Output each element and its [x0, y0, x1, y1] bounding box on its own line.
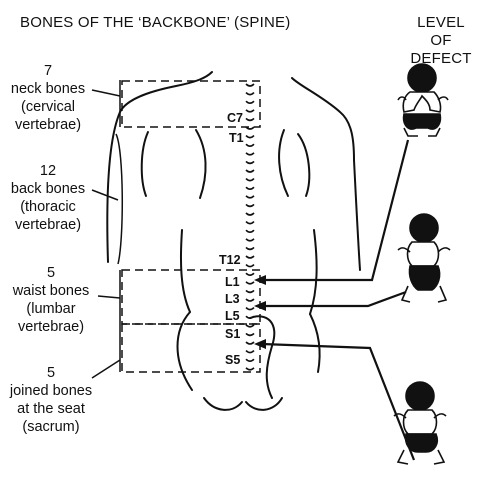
- baby-figure-top: [397, 63, 449, 137]
- vertebra-mark: [245, 92, 255, 96]
- vertebra-label-t1: T1: [228, 131, 245, 145]
- vertebra-mark: [245, 315, 255, 319]
- level-title-line-2: OF DEFECT: [410, 32, 472, 67]
- vertebra-mark: [245, 358, 255, 362]
- vertebrae-column: [245, 83, 255, 371]
- sacrum-name: joined bones: [9, 383, 93, 399]
- arrow-line-bottom: [261, 342, 416, 461]
- arrow-line-top: [262, 139, 410, 282]
- thoracic-latin-2: vertebrae): [14, 217, 82, 233]
- vertebra-mark: [245, 341, 255, 345]
- vertebra-mark: [245, 143, 255, 147]
- back-outline: [119, 71, 213, 113]
- pointer-lumbar: [97, 295, 121, 299]
- vertebra-mark: [245, 350, 255, 354]
- vertebra-mark: [245, 307, 255, 311]
- vertebra-mark: [245, 100, 255, 104]
- vertebra-label-l1: L1: [224, 275, 241, 289]
- vertebra-mark: [245, 238, 255, 242]
- thoracic-count: 12: [39, 163, 57, 179]
- thoracic-label: 12 back bones (thoracic vertebrae): [6, 162, 90, 234]
- level-title-line-1: LEVEL: [417, 14, 465, 31]
- scapula-left: [195, 129, 207, 199]
- armpit-right: [297, 133, 311, 197]
- scapula-right: [278, 129, 289, 197]
- buttocks-left: [203, 397, 243, 411]
- waist-left: [179, 229, 191, 313]
- cervical-name: neck bones: [10, 81, 86, 97]
- diagram-title: BONES OF THE ‘BACKBONE’ (SPINE): [20, 14, 291, 31]
- vertebra-label-l5: L5: [224, 309, 241, 323]
- cervical-box: [121, 80, 261, 128]
- cervical-latin-2: vertebrae): [14, 117, 82, 133]
- vertebra-label-s5: S5: [224, 353, 242, 367]
- vertebra-label-l3: L3: [224, 292, 241, 306]
- sacrum-label: 5 joined bones at the seat (sacrum): [6, 364, 96, 436]
- sacrum-latin-1: at the seat: [17, 401, 85, 417]
- hip-left: [176, 311, 193, 391]
- vertebra-mark: [245, 298, 255, 302]
- pointer-cervical: [91, 89, 121, 97]
- vertebra-mark: [245, 152, 255, 156]
- vertebra-mark: [245, 332, 255, 337]
- shoulder-right: [353, 159, 361, 271]
- arrowhead-top: [254, 275, 266, 285]
- vertebra-mark: [245, 178, 255, 182]
- vertebra-label-c7: C7: [226, 111, 244, 125]
- arrowhead-bottom: [254, 339, 266, 349]
- thoracic-latin-1: (thoracic: [20, 199, 76, 215]
- vertebra-mark: [245, 255, 255, 259]
- vertebra-label-t12: T12: [218, 253, 242, 267]
- vertebra-mark: [245, 203, 255, 208]
- sacrum-latin-2: (sacrum): [22, 419, 80, 435]
- vertebra-mark: [245, 367, 255, 371]
- vertebra-mark: [245, 135, 255, 139]
- lumbar-latin-1: (lumbar: [26, 301, 76, 317]
- vertebra-mark: [245, 186, 255, 190]
- cervical-label: 7 neck bones (cervical vertebrae): [6, 62, 90, 134]
- sacrum-outline: [249, 315, 276, 399]
- armpit-left: [140, 131, 149, 197]
- vertebra-label-s1: S1: [224, 327, 242, 341]
- lumbar-count: 5: [46, 265, 56, 281]
- vertebra-mark: [245, 272, 255, 276]
- vertebra-mark: [245, 289, 255, 294]
- lumbar-latin-2: vertebrae): [17, 319, 85, 335]
- thoracic-name: back bones: [10, 181, 86, 197]
- shoulder-left: [106, 111, 121, 263]
- vertebra-mark: [245, 264, 255, 268]
- baby-figure-middle: [397, 213, 451, 303]
- waist-right: [309, 229, 318, 315]
- sacrum-box: [121, 323, 261, 373]
- pointer-sacrum: [91, 359, 121, 379]
- vertebra-mark: [245, 117, 255, 122]
- vertebra-mark: [245, 246, 255, 251]
- vertebra-mark: [245, 281, 255, 285]
- hip-right: [309, 313, 321, 373]
- cervical-count: 7: [43, 63, 53, 79]
- lumbar-label: 5 waist bones (lumbar vertebrae): [6, 264, 96, 336]
- baby-figure-bottom: [393, 381, 447, 465]
- vertebra-mark: [245, 324, 255, 328]
- vertebra-mark: [245, 229, 255, 233]
- arrow-line-mid: [262, 290, 407, 308]
- vertebra-mark: [245, 221, 255, 225]
- level-of-defect-title: LEVEL OF DEFECT: [398, 14, 484, 68]
- vertebra-mark: [245, 195, 255, 199]
- bracket-thoracic: [115, 133, 123, 265]
- vertebra-mark: [245, 169, 255, 173]
- vertebra-mark: [245, 83, 255, 87]
- back-outline-right: [291, 77, 355, 161]
- vertebra-mark: [245, 212, 255, 216]
- vertebra-mark: [245, 160, 255, 165]
- cervical-latin-1: (cervical: [21, 99, 75, 115]
- arrowhead-mid: [254, 301, 266, 311]
- lumbar-name: waist bones: [12, 283, 90, 299]
- vertebra-mark: [245, 109, 255, 113]
- sacrum-count: 5: [46, 365, 56, 381]
- pointer-thoracic: [91, 189, 119, 201]
- buttocks-right: [245, 397, 283, 411]
